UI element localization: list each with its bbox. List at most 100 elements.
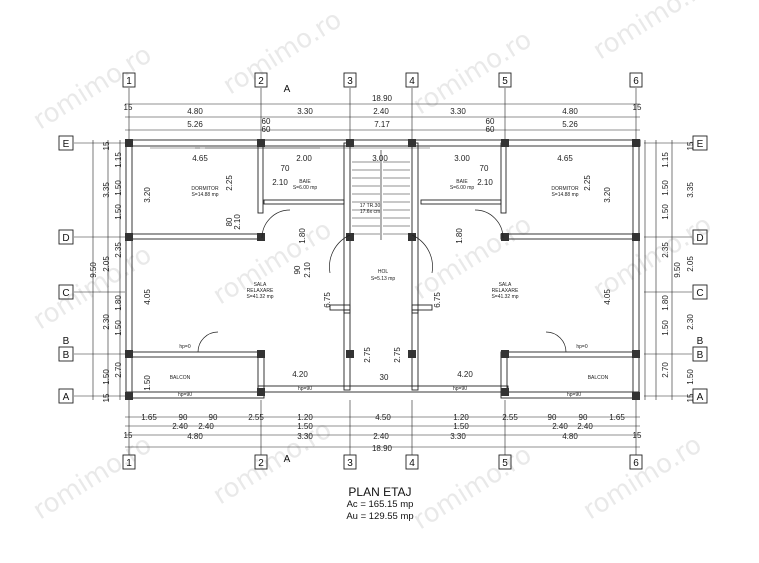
axis-label-row: D [696,233,703,244]
axis-label-column: 6 [633,76,639,87]
dim-segment: 1.50 [661,204,670,220]
room-name-hol: HOL [378,269,389,275]
window-note: hp=0 [179,344,190,350]
dim-interior: 2.75 [393,347,402,363]
dim-segment: 90 [179,413,188,422]
dim-bay: 4.80 [187,107,203,116]
watermark-text: romimo.ro [28,40,157,136]
dim-segment: 1.50 [453,422,469,431]
axis-label-row: B [63,350,70,361]
dim-interior: 3.00 [454,154,470,163]
plan-linework [58,72,708,470]
dim-interior: 2.10 [477,178,493,187]
dim-overall: 9.50 [89,262,98,278]
dim-interior: 2.10 [272,178,288,187]
dim-interior: 80 [225,217,234,226]
dim-edge: 15 [124,103,133,112]
dim-segment: 1.80 [114,295,123,311]
dim-segment: 2.35 [114,242,123,258]
room-area-dormitor: S=14.88 mp [551,192,578,198]
dim-segment: 2.30 [686,314,695,330]
dim-segment: 60 [262,117,271,126]
dim-edge: 15 [686,141,695,150]
dim-interior: 70 [480,164,489,173]
axis-label-row: D [62,233,69,244]
dim-interior: 1.80 [455,228,464,244]
room-name-dormitor: DORMITOR [551,186,579,192]
dim-segment: 1.50 [102,369,111,385]
dim-segment: 1.65 [609,413,625,422]
dim-segment: 2.70 [661,362,670,378]
axis-label-row: C [62,288,69,299]
axis-label-column: 6 [633,458,639,469]
dim-segment: 2.05 [686,256,695,272]
dim-edge: 15 [102,141,111,150]
watermark-text: romimo.ro [588,0,717,66]
room-name-relaxare: RELAXARE [247,288,274,294]
dim-segment: 4.50 [375,413,391,422]
watermark-text: romimo.ro [28,430,157,526]
dim-bay: 3.30 [450,432,466,441]
window-note: hp=90 [178,392,192,398]
stairs-note: 17 TR.30 [360,203,381,209]
dim-segment: 2.70 [114,362,123,378]
room-area-sala: S=41.32 mp [491,294,518,300]
dim-interior: 30 [380,373,389,382]
dim-bay: 4.80 [562,107,578,116]
dim-segment: 5.26 [187,120,203,129]
dim-segment: 1.50 [114,204,123,220]
dim-edge: 15 [124,431,133,440]
dim-segment: 60 [262,125,271,134]
dim-segment: 90 [209,413,218,422]
axis-label-row: E [63,139,70,150]
dim-segment: 2.40 [577,422,593,431]
dim-segment: 1.20 [453,413,469,422]
axis-label-row: E [697,139,704,150]
dim-segment: 2.40 [198,422,214,431]
dim-bay: 3.30 [450,107,466,116]
dim-overall: 18.90 [372,94,393,103]
axis-label-row: B [697,350,704,361]
axis-label-column: 2 [258,76,264,87]
dim-segment: 7.17 [374,120,390,129]
dim-segment: 3.35 [102,182,111,198]
dim-segment: 1.15 [661,152,670,168]
dim-bay: 2.40 [373,107,389,116]
room-area-dormitor: S=14.88 mp [191,192,218,198]
watermark-text: romimo.ro [28,240,157,336]
dim-overall: 9.50 [673,262,682,278]
axis-label-column: 4 [409,76,415,87]
room-name-sala: SALA [499,282,512,288]
watermark-text: romimo.ro [408,25,537,121]
axis-label-row: C [696,288,703,299]
plan-title: PLAN ETAJ [348,485,412,499]
dim-interior: 2.25 [225,175,234,191]
title-block: PLAN ETAJ Ac = 165.15 mp Au = 129.55 mp [300,485,460,523]
dim-interior: 4.20 [292,370,308,379]
dim-interior: 2.10 [303,262,312,278]
axis-label-column: 5 [502,458,508,469]
room-area-sala: S=41.32 mp [246,294,273,300]
axis-label-column: 3 [347,76,353,87]
room-name-baie: BAIE [456,179,468,185]
dim-segment: 1.50 [114,180,123,196]
room-name-dormitor: DORMITOR [191,186,219,192]
dim-interior: 2.25 [583,175,592,191]
dim-interior: 4.20 [457,370,473,379]
dim-interior: 2.10 [233,214,242,230]
dim-segment: 1.20 [297,413,313,422]
axis-label-column: 4 [409,458,415,469]
dim-segment: 2.40 [172,422,188,431]
room-area-baie: S=6.00 mp [293,185,318,191]
dim-segment: 1.50 [297,422,313,431]
axis-label-column: 1 [126,458,132,469]
dim-segment: 2.40 [552,422,568,431]
dim-interior: 2.75 [363,347,372,363]
axis-label-column: 5 [502,76,508,87]
dim-segment: 2.55 [502,413,518,422]
window-note: hp=90 [453,386,467,392]
dim-bay: 4.80 [562,432,578,441]
dim-bay: 3.30 [297,432,313,441]
